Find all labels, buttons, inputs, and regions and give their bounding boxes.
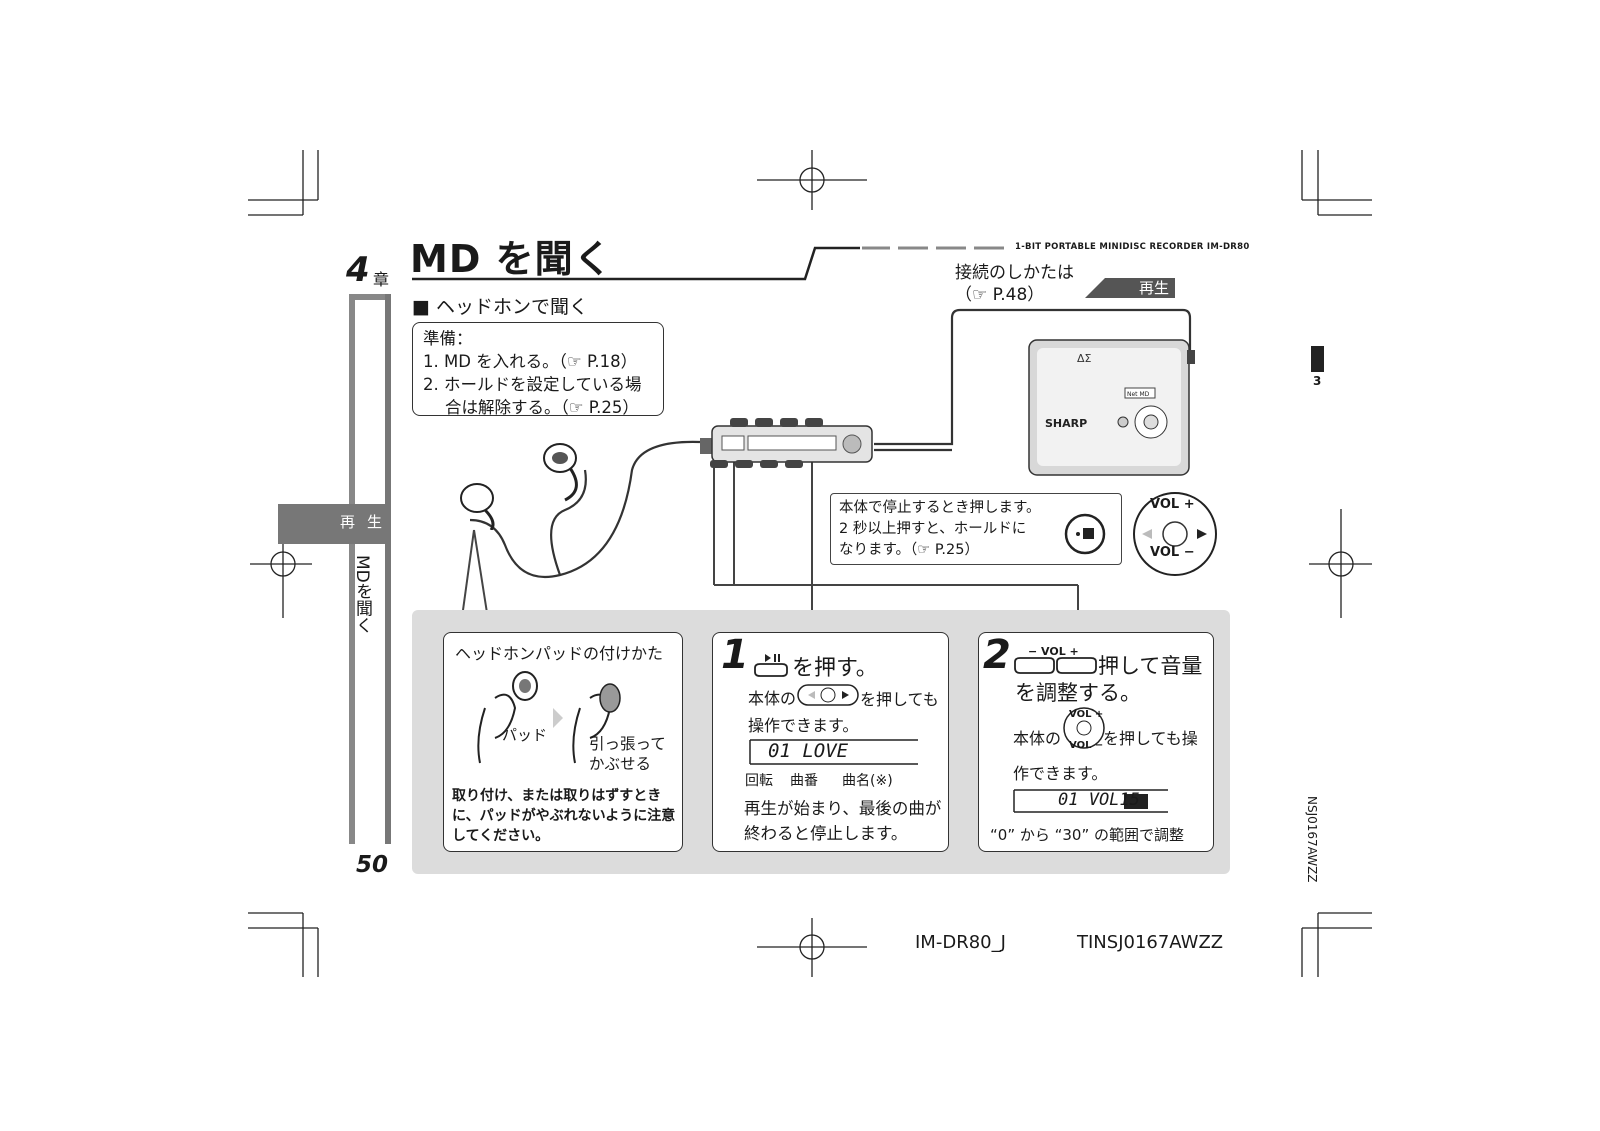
pad-caution-note: 取り付け、または取りはずすときに、パッドがやぶれないように注意してください。 [452,788,676,844]
prep-item-2-cont: 合は解除する。（☞ P.25） [445,398,639,417]
pad-label: パッド [502,726,548,744]
device-logo: ΔΣ [1077,352,1092,365]
connection-note: 接続のしかたは （☞ P.48） [955,262,1074,306]
page-number: 50 [356,852,389,878]
lcd-label-rotate: 回転 [745,773,773,789]
step1-heading: を押す。 [792,656,878,681]
step2-lcd-frame [1013,789,1168,813]
step2-heading-1: 押して音量 [1098,654,1203,678]
step2-vol-small: − VOL + [1028,645,1079,658]
small-vol-plus: VOL + [1069,709,1104,720]
step1-body-1c: 操作できます。 [748,716,859,735]
remote-control-illustration [700,418,873,468]
device-netmd-label: Net MD [1127,391,1150,398]
pad-card [443,632,683,852]
step2-range-note: “0” から “30” の範囲で調整 [990,826,1185,844]
play-tag: 再生 [1138,279,1169,297]
step1-body-2: 再生が始まり、最後の曲が 終わると停止します。 [744,796,941,846]
vol-dial-small-icon [1063,707,1105,749]
step1-body-1a: 本体の [748,689,797,708]
connection-note-line2: （☞ P.48） [955,285,1045,305]
section-heading: ■ ヘッドホンで聞く [412,296,588,318]
step2-body-1a: 本体の [1013,729,1062,748]
step2-number: 2 [983,632,1011,678]
lcd-label-track: 曲番 [790,773,818,789]
step2-lcd-text: 01 VOL15 [1058,790,1140,810]
lcd-label-name: 曲名(※) [842,773,893,789]
stop-note-line3: なります。（☞ P.25） [839,542,979,558]
footer-code: TINSJ0167AWZZ [1077,932,1224,953]
stop-note-line2: 2 秒以上押すと、ホールドに [839,521,1027,537]
prep-item-2: 2. ホールドを設定している場 [423,375,642,394]
step1-card [712,632,949,852]
pad-card-title: ヘッドホンパッドの付けかた [455,644,664,663]
step1-body-2a: 再生が始まり、最後の曲が [744,799,942,818]
right-chapter-number: 3 [1313,374,1322,388]
right-vertical-code: NSJ0167AWZZ [1305,796,1319,883]
chapter-label: 章 [373,270,390,289]
play-key-icon [797,684,859,706]
pull-label-line2: かぶせる [589,755,652,773]
prep-item-1: 1. MD を入れる。（☞ P.18） [423,352,638,371]
play-button-icon [754,654,788,677]
md-player-illustration: ΔΣ Net MD SHARP [1028,339,1195,476]
step2-body-1c: 作できます。 [1013,764,1108,783]
vol-keys-icon [1014,657,1097,674]
step1-number: 1 [721,632,749,678]
step2-heading-2: を調整する。 [1015,681,1141,705]
preparation-box: 準備： 1. MD を入れる。（☞ P.18） 2. ホールドを設定している場 … [412,322,664,417]
pull-label-line1: 引っ張って [589,735,666,753]
stop-note-line1: 本体で停止するとき押します。 [839,500,1041,516]
vol-plus-label: VOL + [1150,497,1195,512]
stop-button-icon [1064,513,1106,555]
step1-lcd-frame [749,739,918,765]
earphone-pad-illustration [477,671,621,764]
prep-label: 準備： [423,329,473,348]
device-brand: SHARP [1045,417,1087,430]
chapter-number: 4 [346,250,370,290]
connection-note-line1: 接続のしかたは [955,263,1074,283]
page-title: MD を聞く [410,237,613,281]
volume-dial-icon [1133,492,1217,576]
step2-body-1b: を押しても操 [1103,729,1198,748]
step1-body-1b: を押しても [860,690,939,709]
step1-body-2b: 終わると停止します。 [744,824,908,843]
small-vol-minus: VOL − [1069,740,1104,751]
step1-lcd-text: 01 LOVE [768,740,849,762]
earphones-illustration [460,443,578,530]
model-header: 1-BIT PORTABLE MINIDISC RECORDER IM-DR80 [1015,242,1250,252]
vol-minus-label: VOL − [1150,545,1195,560]
side-vertical-title: MDを聞く [352,555,372,634]
pull-label: 引っ張って かぶせる [589,734,666,774]
footer-model: IM-DR80_J [915,932,1006,953]
side-tab: 再生 [340,513,395,531]
